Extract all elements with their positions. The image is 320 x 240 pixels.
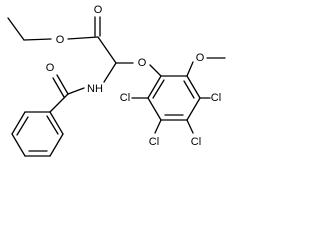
bond-o-ester-carbonylC	[67, 36, 99, 40]
aryl-inner-3	[152, 79, 165, 99]
bond-amide-double-1	[56, 74, 69, 95]
bond-aryl-Cl-para	[186, 119, 194, 134]
aryl-inner-1	[183, 80, 195, 99]
phenyl-bond-3	[11, 133, 26, 157]
atom-cl-para-bottom: Cl	[191, 136, 201, 148]
bond-ch2-o-ester	[23, 38, 52, 41]
atom-ester-carbonyl-O: O	[94, 4, 103, 16]
bond-carbonylC-alphaC	[97, 36, 117, 64]
bonds	[7, 16, 226, 157]
bond-NH-amideC	[67, 87, 85, 95]
chemical-structure-diagram: O O O O NH O Cl Cl Cl Cl	[7, 4, 226, 157]
atom-cl-ortho: Cl	[120, 92, 130, 104]
bond-amideC-phenyl	[49, 93, 69, 113]
bond-ether-O-aryl	[149, 64, 162, 77]
atom-methoxy-O: O	[196, 52, 205, 64]
aryl-bond-3	[186, 97, 201, 121]
atom-cl-meta-bottom: Cl	[149, 136, 159, 148]
aryl-bond-2	[186, 75, 201, 99]
phenyl-inner-3	[46, 115, 59, 135]
atom-ester-O: O	[56, 34, 65, 46]
atom-ether-O: O	[138, 57, 147, 69]
phenyl-inner-1	[16, 116, 29, 136]
bond-ch3-ch2	[7, 17, 25, 41]
bond-aryl-Cl-meta	[154, 119, 162, 134]
bond-amide-double-2	[52, 77, 65, 98]
aryl-bond-6	[147, 75, 162, 99]
phenyl-bond-2	[11, 111, 26, 135]
aryl-bond-5	[147, 97, 162, 121]
bond-alphaC-NH	[103, 62, 117, 83]
atom-amide-O: O	[46, 62, 55, 74]
atom-cl-right: Cl	[211, 92, 221, 104]
atom-amide-NH: NH	[87, 83, 103, 95]
phenyl-bond-5	[49, 133, 64, 157]
atom-labels: O O O O NH O Cl Cl Cl Cl	[46, 4, 221, 148]
phenyl-bond-6	[49, 111, 64, 135]
bond-aryl-methoxy-O	[186, 61, 194, 77]
